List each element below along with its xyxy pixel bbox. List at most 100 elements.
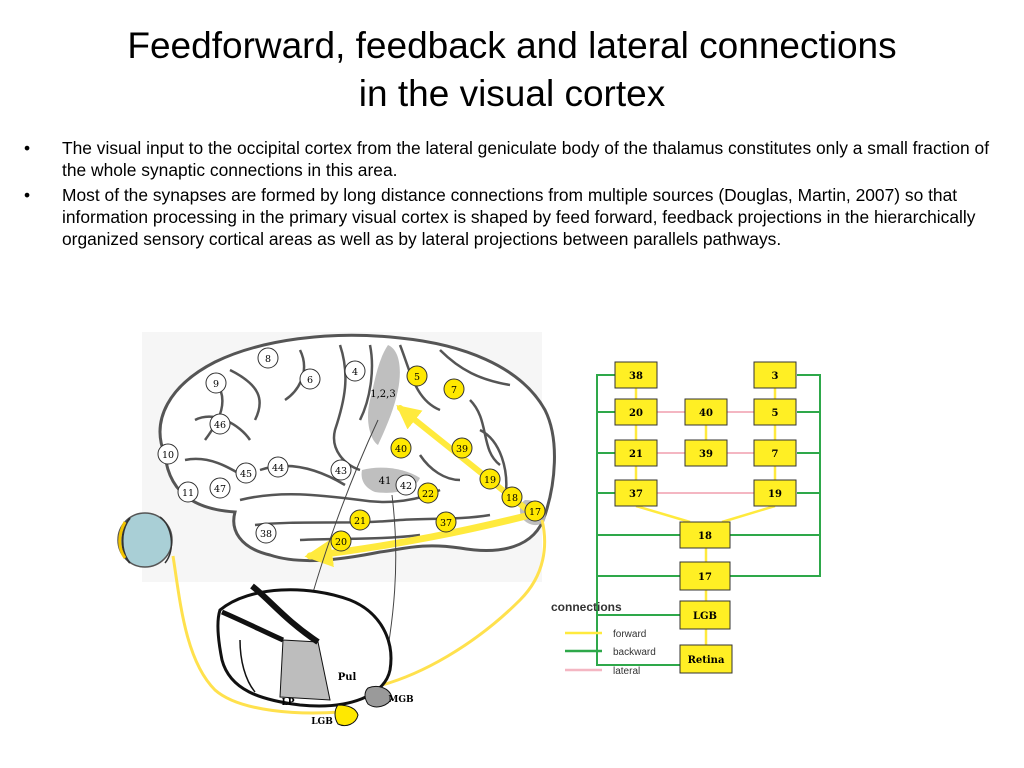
brain-illustration: 8 9 6 4 46 10 45 44 43 11 47 38 42 5 7 4… bbox=[117, 332, 556, 727]
area-42-circle: 42 bbox=[395, 474, 417, 496]
area-17-circle: 17 bbox=[524, 500, 546, 522]
area-7-circle: 7 bbox=[443, 378, 465, 400]
svg-text:21: 21 bbox=[629, 449, 643, 460]
area-5-circle: 5 bbox=[406, 365, 428, 387]
svg-text:19: 19 bbox=[768, 489, 782, 500]
box-lgb: LGB bbox=[679, 600, 731, 630]
svg-text:9: 9 bbox=[213, 379, 219, 390]
legend-lateral-label: lateral bbox=[613, 666, 640, 677]
svg-text:18: 18 bbox=[506, 493, 518, 504]
svg-text:17: 17 bbox=[698, 572, 712, 583]
hierarchy-diagram: 38 3 20 40 5 21 39 7 37 19 18 17 LGB Ret… bbox=[596, 361, 821, 674]
title-line-2: in the visual cortex bbox=[358, 73, 666, 114]
svg-text:8: 8 bbox=[265, 354, 271, 365]
area-6-circle: 6 bbox=[299, 368, 321, 390]
box-38: 38 bbox=[614, 361, 658, 389]
box-17: 17 bbox=[679, 561, 731, 591]
svg-text:45: 45 bbox=[240, 469, 252, 480]
bullet-item: • Most of the synapses are formed by long… bbox=[20, 184, 1010, 250]
svg-text:47: 47 bbox=[214, 484, 226, 495]
somatosensory-region bbox=[367, 345, 400, 445]
title-line-1: Feedforward, feedback and lateral connec… bbox=[127, 25, 897, 66]
svg-text:5: 5 bbox=[414, 372, 420, 383]
svg-text:11: 11 bbox=[182, 488, 194, 499]
optic-pathway bbox=[171, 555, 341, 715]
svg-text:38: 38 bbox=[629, 371, 643, 382]
bullet-text: The visual input to the occipital cortex… bbox=[62, 138, 990, 180]
box-40: 40 bbox=[684, 398, 728, 426]
box-7: 7 bbox=[753, 439, 797, 467]
svg-text:37: 37 bbox=[629, 489, 643, 500]
area-39-circle: 39 bbox=[451, 437, 473, 459]
box-5: 5 bbox=[753, 398, 797, 426]
mgb-label: MGB bbox=[388, 695, 414, 705]
svg-text:37: 37 bbox=[440, 518, 452, 529]
svg-text:19: 19 bbox=[484, 475, 496, 486]
svg-text:17: 17 bbox=[529, 507, 541, 518]
bullet-item: • The visual input to the occipital corte… bbox=[20, 137, 1010, 181]
bullet-marker: • bbox=[24, 138, 31, 158]
area-9-circle: 9 bbox=[205, 372, 227, 394]
svg-text:3: 3 bbox=[772, 371, 779, 382]
area-40-circle: 40 bbox=[390, 437, 412, 459]
area-11-circle: 11 bbox=[177, 481, 199, 503]
area-45-circle: 45 bbox=[235, 462, 257, 484]
forward-connections bbox=[634, 388, 777, 645]
svg-text:39: 39 bbox=[456, 444, 468, 455]
svg-text:39: 39 bbox=[699, 449, 713, 460]
svg-text:10: 10 bbox=[162, 450, 174, 461]
area-8-circle: 8 bbox=[257, 347, 279, 369]
area-47-circle: 47 bbox=[209, 477, 231, 499]
svg-text:5: 5 bbox=[772, 408, 779, 419]
hierarchy-boxes: 38 3 20 40 5 21 39 7 37 19 18 17 LGB Ret… bbox=[614, 361, 797, 674]
svg-text:20: 20 bbox=[335, 537, 347, 548]
eye-illustration bbox=[117, 512, 173, 568]
area-44-circle: 44 bbox=[267, 456, 289, 478]
svg-text:7: 7 bbox=[772, 449, 779, 460]
svg-text:44: 44 bbox=[272, 463, 284, 474]
area-21-circle: 21 bbox=[349, 509, 371, 531]
area-22-circle: 22 bbox=[417, 482, 439, 504]
svg-text:43: 43 bbox=[335, 466, 347, 477]
lateral-connections bbox=[657, 411, 754, 494]
box-20: 20 bbox=[614, 398, 658, 426]
lp-label: LP bbox=[281, 698, 294, 708]
svg-text:22: 22 bbox=[422, 489, 434, 500]
svg-text:21: 21 bbox=[354, 516, 366, 527]
svg-text:40: 40 bbox=[395, 444, 407, 455]
area-43-circle: 43 bbox=[330, 459, 352, 481]
svg-text:LGB: LGB bbox=[693, 611, 717, 622]
somatosensory-label: 1,2,3 bbox=[370, 389, 395, 400]
svg-text:20: 20 bbox=[629, 408, 643, 419]
pulvinar-label: Pul bbox=[338, 672, 357, 683]
lgb-thalamus-label: LGB bbox=[311, 717, 333, 727]
bullet-marker: • bbox=[24, 185, 31, 205]
box-21: 21 bbox=[614, 439, 658, 467]
svg-text:Retina: Retina bbox=[688, 655, 725, 666]
bullet-list: • The visual input to the occipital corte… bbox=[20, 137, 1010, 253]
area-4-circle: 4 bbox=[344, 360, 366, 382]
svg-text:6: 6 bbox=[307, 375, 313, 386]
area-18-circle: 18 bbox=[501, 486, 523, 508]
area-19-circle: 19 bbox=[479, 468, 501, 490]
area-38-circle: 38 bbox=[255, 522, 277, 544]
svg-text:38: 38 bbox=[260, 529, 272, 540]
legend-backward-label: backward bbox=[613, 647, 656, 658]
box-18: 18 bbox=[679, 521, 731, 549]
box-3: 3 bbox=[753, 361, 797, 389]
area-10-circle: 10 bbox=[157, 443, 179, 465]
area-37-circle: 37 bbox=[435, 511, 457, 533]
area-20-circle: 20 bbox=[330, 530, 352, 552]
svg-text:7: 7 bbox=[451, 385, 457, 396]
svg-text:4: 4 bbox=[352, 367, 358, 378]
thalamus-illustration bbox=[216, 583, 393, 727]
bullet-text: Most of the synapses are formed by long … bbox=[62, 185, 976, 249]
connections-legend: connections forward backward lateral bbox=[551, 600, 656, 677]
legend-title: connections bbox=[551, 600, 622, 614]
box-37: 37 bbox=[614, 479, 658, 507]
svg-text:46: 46 bbox=[214, 420, 226, 431]
area-46-circle: 46 bbox=[209, 413, 231, 435]
slide-title: Feedforward, feedback and lateral connec… bbox=[0, 22, 1024, 118]
white-area-labels: 8 9 6 4 46 10 45 44 43 11 47 38 42 bbox=[157, 347, 417, 544]
